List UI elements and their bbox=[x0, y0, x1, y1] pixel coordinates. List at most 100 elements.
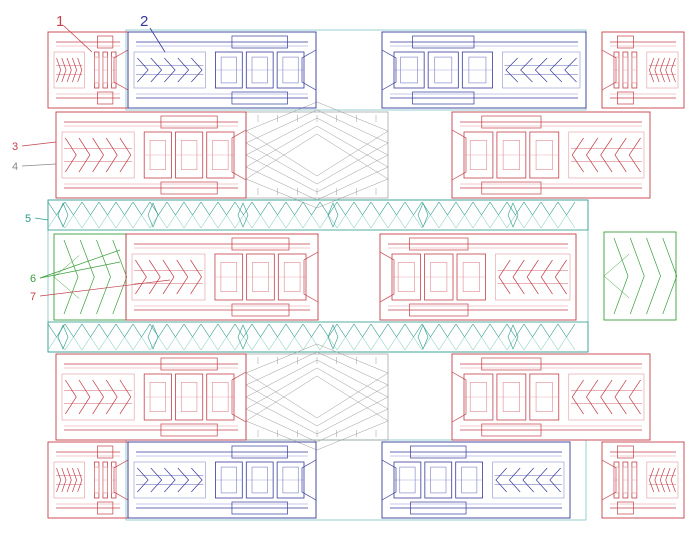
callout-4: 4 bbox=[12, 161, 18, 173]
guard-box bbox=[481, 357, 542, 371]
brace-line bbox=[316, 101, 389, 132]
belt-weave bbox=[421, 201, 440, 216]
guard-box bbox=[231, 303, 290, 317]
belt-weave bbox=[200, 336, 219, 351]
belt-weave bbox=[132, 336, 151, 351]
belt-weave bbox=[302, 323, 321, 338]
nose-taper bbox=[301, 459, 317, 501]
guard-box bbox=[97, 91, 114, 105]
leader-line-5 bbox=[34, 217, 49, 221]
belt-weave bbox=[268, 201, 287, 216]
guard-box bbox=[409, 237, 469, 251]
nose-taper bbox=[381, 49, 397, 91]
guard-box bbox=[617, 35, 634, 49]
brace-line bbox=[245, 420, 318, 451]
guard-box bbox=[231, 237, 290, 251]
chevron-mark bbox=[665, 57, 671, 83]
chevron-mark bbox=[119, 379, 132, 415]
brace-line bbox=[316, 117, 389, 156]
guard-box bbox=[412, 91, 475, 105]
belt-weave bbox=[183, 201, 202, 216]
belt-diamond bbox=[147, 324, 159, 350]
belt-weave bbox=[455, 336, 474, 351]
brace-line bbox=[316, 375, 389, 422]
belt-weave bbox=[183, 323, 202, 338]
belt-weave bbox=[302, 201, 321, 216]
belt-weave bbox=[234, 336, 253, 351]
belt-weave bbox=[200, 214, 219, 229]
chevron-mark bbox=[665, 467, 671, 493]
belt-weave bbox=[234, 214, 253, 229]
green-chevron bbox=[646, 237, 661, 315]
belt-weave bbox=[268, 336, 287, 351]
machine-outline bbox=[55, 353, 247, 441]
brace-line bbox=[245, 351, 318, 386]
belt-weave bbox=[302, 336, 321, 351]
chevron-mark bbox=[66, 467, 72, 493]
chevron-mark bbox=[56, 467, 62, 493]
nose-taper bbox=[451, 371, 467, 423]
machine-outline bbox=[125, 233, 319, 321]
green-diagonal bbox=[53, 255, 80, 278]
chevron-mark bbox=[649, 467, 655, 493]
brace-line bbox=[245, 101, 318, 132]
brace-line bbox=[316, 396, 389, 435]
nose-taper bbox=[113, 459, 129, 501]
green-diagonal bbox=[603, 253, 630, 277]
nose-taper bbox=[301, 49, 317, 91]
chevron-mark bbox=[549, 57, 563, 83]
nose-taper bbox=[601, 459, 617, 501]
belt-weave bbox=[81, 336, 100, 351]
leader-line-1 bbox=[63, 25, 93, 53]
chevron-mark bbox=[522, 467, 534, 493]
belt-weave bbox=[251, 214, 270, 229]
leader-line-3 bbox=[21, 141, 57, 147]
callout-7: 7 bbox=[30, 291, 36, 303]
chevron-mark bbox=[540, 259, 553, 295]
nose-taper bbox=[113, 49, 129, 91]
chevron-mark bbox=[534, 57, 548, 83]
chevron-mark bbox=[614, 379, 627, 415]
belt-weave bbox=[353, 323, 372, 338]
feeder-rect bbox=[646, 461, 679, 499]
brace-line bbox=[245, 117, 318, 156]
belt-weave bbox=[370, 323, 389, 338]
guard-box bbox=[231, 91, 288, 105]
brace-line bbox=[245, 384, 318, 427]
belt-weave bbox=[523, 336, 542, 351]
feeder-rect bbox=[131, 253, 206, 301]
belt-weave bbox=[387, 323, 406, 338]
belt-weave bbox=[370, 214, 389, 229]
belt-weave bbox=[404, 214, 423, 229]
green-chevron bbox=[613, 237, 629, 315]
brace-line bbox=[316, 154, 389, 193]
belt-weave bbox=[387, 214, 406, 229]
brace-line bbox=[316, 343, 389, 374]
callout-3: 3 bbox=[12, 141, 18, 153]
belt-weave bbox=[540, 201, 559, 216]
belt-weave bbox=[251, 323, 270, 338]
brace-line bbox=[316, 166, 389, 201]
chevron-mark bbox=[92, 137, 104, 173]
machine-outline bbox=[381, 441, 571, 519]
brace-line bbox=[245, 343, 318, 374]
feeder-rect bbox=[492, 461, 565, 499]
leader-line-4 bbox=[21, 163, 57, 167]
nose-taper bbox=[231, 129, 247, 181]
chevron-mark bbox=[78, 137, 91, 173]
belt-weave bbox=[438, 214, 457, 229]
chevron-mark bbox=[586, 379, 599, 415]
chevron-mark bbox=[119, 137, 132, 173]
brace-line bbox=[245, 396, 318, 435]
belt-weave bbox=[489, 214, 508, 229]
leader-line-7 bbox=[39, 279, 171, 297]
belt-weave bbox=[421, 323, 440, 338]
chevron-mark bbox=[505, 57, 518, 83]
green-chevron bbox=[662, 237, 678, 315]
belt-weave bbox=[47, 336, 66, 351]
belt-weave bbox=[540, 214, 559, 229]
machine-outline bbox=[601, 31, 685, 109]
chevron-mark bbox=[78, 379, 91, 415]
brace-line bbox=[245, 125, 318, 168]
